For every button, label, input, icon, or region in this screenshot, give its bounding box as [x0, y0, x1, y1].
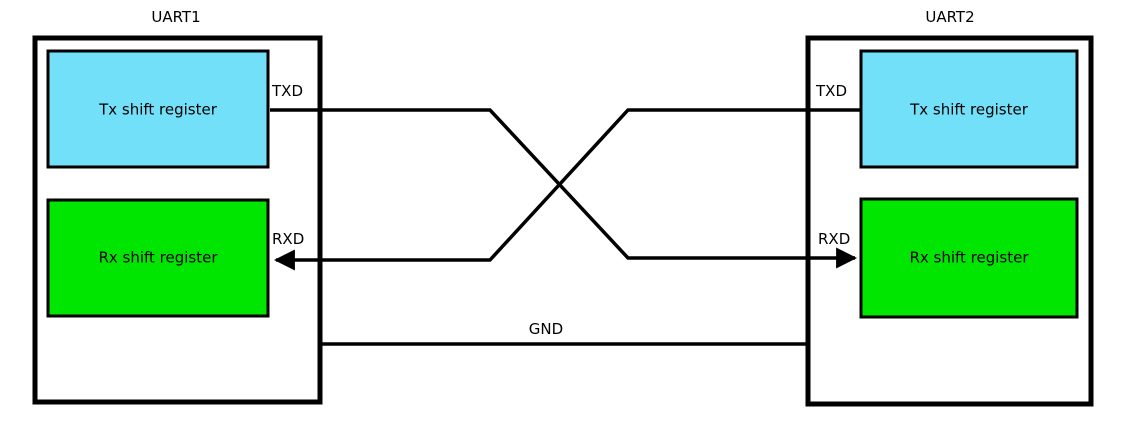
- uart1-box: [32, 35, 323, 405]
- uart2-tx-label: Tx shift register: [909, 101, 1029, 119]
- uart1-rx-register: [46, 198, 270, 318]
- ground-label: GND: [529, 320, 563, 338]
- uart1-rx-label: Rx shift register: [98, 249, 218, 267]
- uart2-box: [805, 35, 1094, 407]
- uart2-rxd-pin: RXD: [818, 230, 850, 248]
- uart1-tx-label: Tx shift register: [98, 101, 218, 119]
- uart1-title: UART1: [151, 8, 200, 26]
- uart2-rx-label: Rx shift register: [909, 249, 1029, 267]
- uart2-title: UART2: [925, 8, 974, 26]
- uart1-tx-register: [46, 49, 270, 169]
- uart2-tx-to-uart1-rx-line: [273, 108, 861, 271]
- uart2-tx-register: [859, 49, 1079, 169]
- uart1-rxd-pin: RXD: [272, 230, 304, 248]
- uart1-txd-pin: TXD: [271, 82, 303, 100]
- uart1-tx-to-uart2-rx-line: [270, 108, 858, 269]
- uart2-txd-pin: TXD: [815, 82, 847, 100]
- uart2-rx-register: [859, 197, 1079, 319]
